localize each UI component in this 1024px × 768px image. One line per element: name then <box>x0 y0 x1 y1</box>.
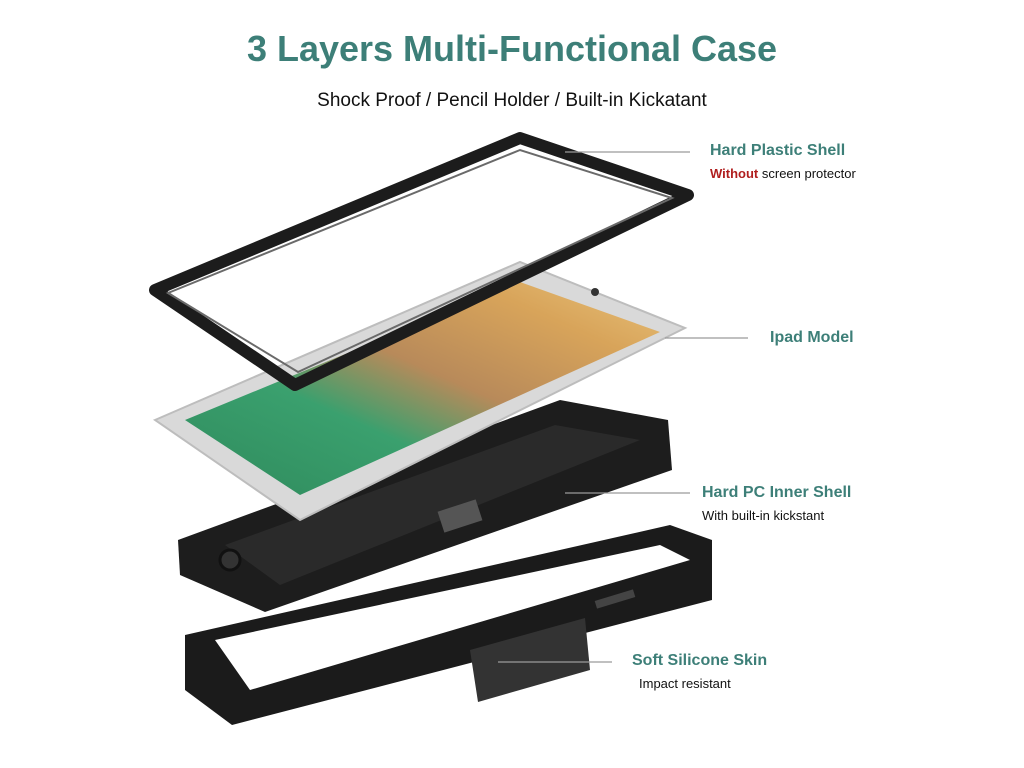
silicone-skin-layer <box>185 525 712 725</box>
label-hard-plastic-shell: Hard Plastic Shell Without screen protec… <box>710 142 856 181</box>
pc-inner-shell-layer <box>178 400 672 612</box>
layer-name: Soft Silicone Skin <box>632 652 768 669</box>
hard-shell-layer <box>149 132 694 391</box>
layer-note: With built-in kickstant <box>702 508 825 523</box>
tablet-layer <box>152 260 688 522</box>
layer-note: Impact resistant <box>639 676 731 691</box>
leader-lines <box>498 151 748 663</box>
page-subtitle: Shock Proof / Pencil Holder / Built-in K… <box>317 90 707 111</box>
page-title: 3 Layers Multi-Functional Case <box>246 28 778 69</box>
label-soft-silicone-skin: Soft Silicone Skin Impact resistant <box>632 652 767 691</box>
warning-text: Without <box>710 166 759 181</box>
layer-name: Hard Plastic Shell <box>710 142 846 159</box>
note-text: screen protector <box>758 166 856 181</box>
layer-note: Without screen protector <box>710 166 856 181</box>
label-ipad-model: Ipad Model <box>770 329 854 347</box>
layer-name: Ipad Model <box>770 329 854 346</box>
layer-name: Hard PC Inner Shell <box>702 484 852 501</box>
label-hard-pc-inner-shell: Hard PC Inner Shell With built-in kickst… <box>702 484 851 523</box>
